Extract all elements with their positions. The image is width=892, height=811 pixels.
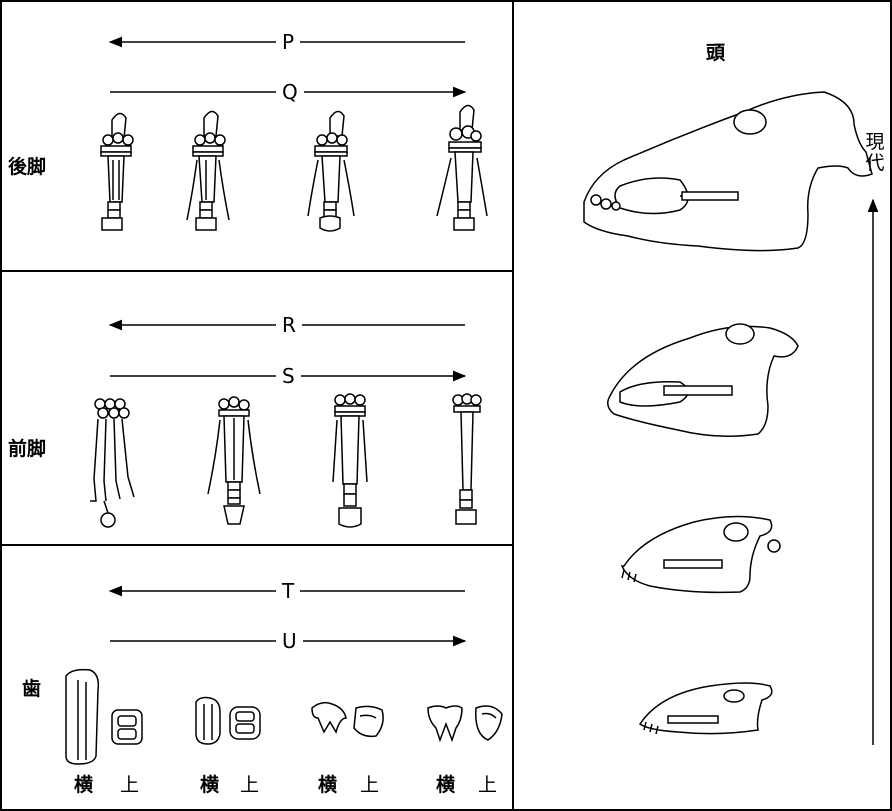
fore-leg-3 (333, 394, 367, 527)
head-title: 頭 (706, 44, 725, 63)
tooth-label-top-4: 上 (478, 776, 497, 795)
tooth-pair-1 (66, 670, 142, 764)
skull-4 (640, 683, 772, 734)
tooth-label-side-2: 横 (200, 776, 219, 795)
label-r: R (276, 315, 302, 335)
row-label-teeth: 歯 (22, 680, 41, 699)
tooth-label-top-1: 上 (120, 776, 139, 795)
skull-2 (608, 324, 798, 436)
fore-leg-4 (453, 394, 481, 524)
hind-leg-3 (308, 111, 354, 231)
label-u: U (276, 631, 303, 651)
time-label: 現代 (864, 132, 886, 174)
hind-leg-1 (101, 113, 133, 230)
fore-leg-1 (90, 399, 134, 527)
row-label-fore: 前脚 (8, 440, 46, 459)
tooth-label-top-3: 上 (360, 776, 379, 795)
hind-leg-4 (437, 105, 487, 230)
tooth-pair-4 (428, 706, 502, 740)
tooth-label-top-2: 上 (240, 776, 259, 795)
tooth-label-side-4: 横 (436, 776, 455, 795)
tooth-pair-3 (312, 703, 383, 737)
label-t: T (276, 581, 300, 601)
row-label-hind: 後脚 (8, 158, 46, 177)
tooth-pair-2 (196, 698, 260, 745)
tooth-label-side-1: 横 (74, 776, 93, 795)
label-q: Q (276, 82, 304, 102)
label-p: P (276, 32, 300, 52)
fore-leg-2 (208, 397, 260, 524)
skull-3 (622, 516, 780, 592)
hind-leg-2 (187, 111, 229, 230)
skull-modern (584, 92, 872, 251)
label-s: S (276, 366, 301, 386)
tooth-label-side-3: 横 (318, 776, 337, 795)
